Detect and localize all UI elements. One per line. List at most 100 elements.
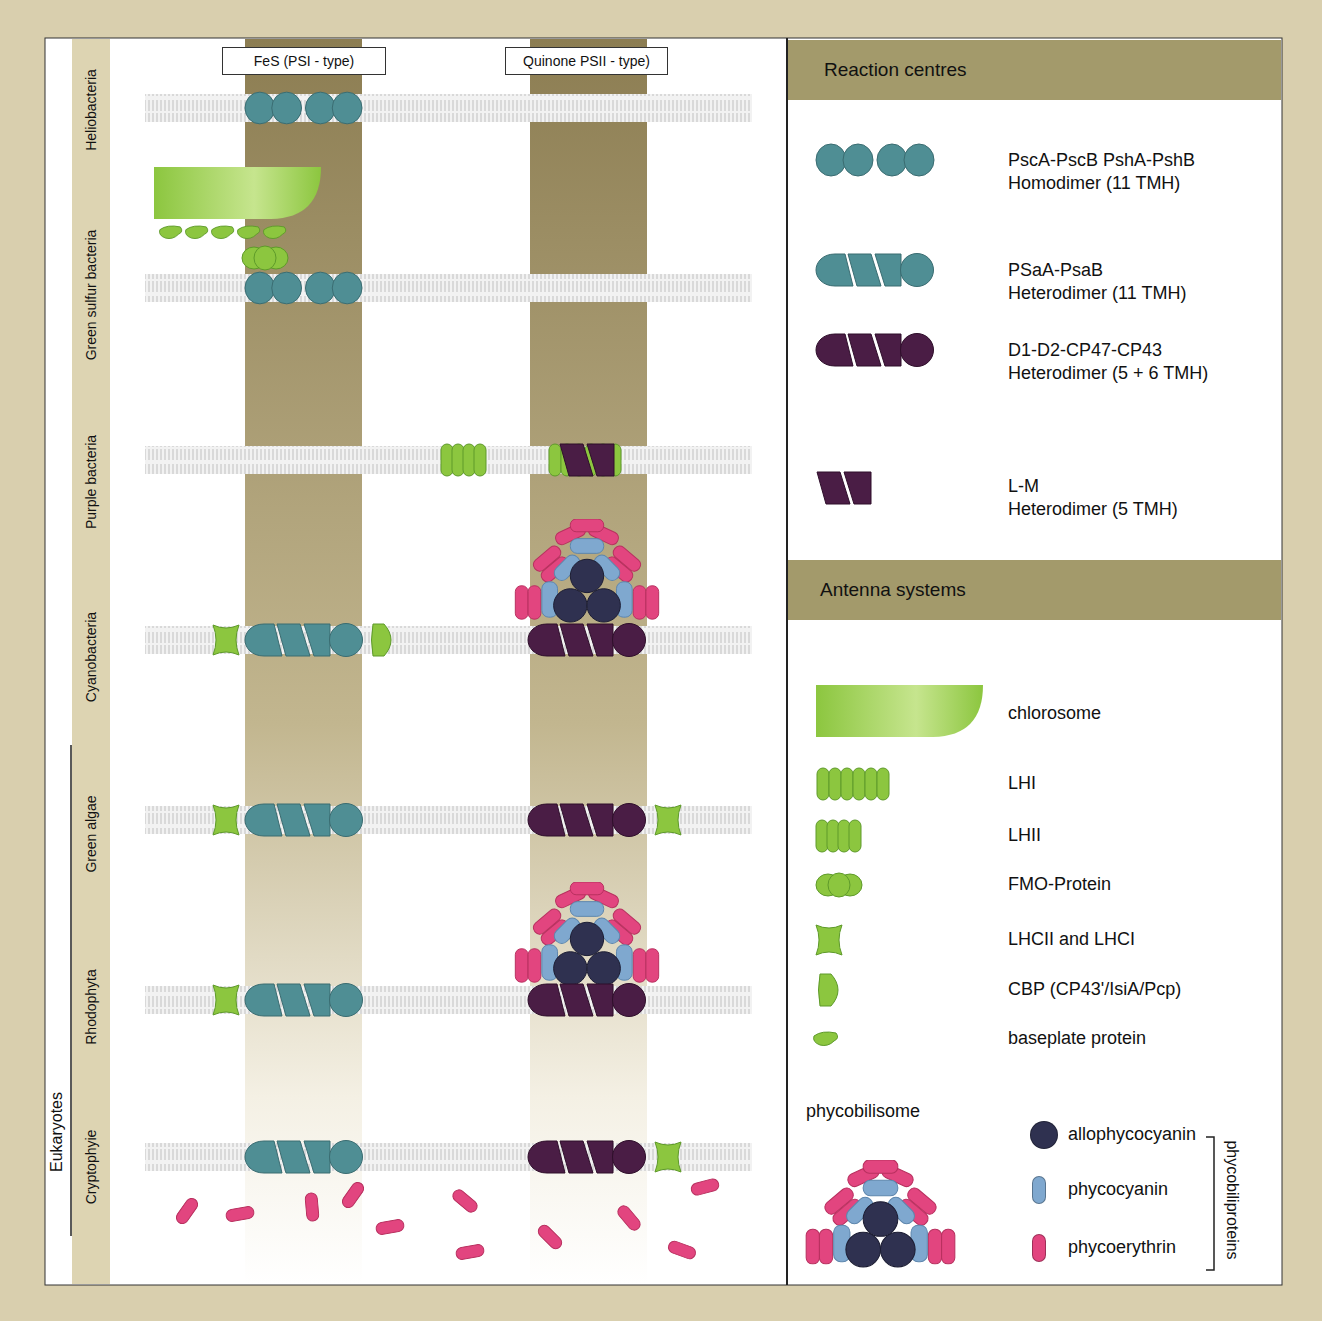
legend-swatch — [1032, 1176, 1046, 1204]
svg-use — [455, 1244, 485, 1261]
organism-label: Green sulfur bacteria — [83, 230, 100, 361]
legend-entry: LHI — [1008, 772, 1036, 795]
header-text: Quinone PSII - type) — [523, 53, 650, 69]
svg-use — [245, 272, 362, 304]
legend-entry: FMO-Protein — [1008, 873, 1111, 896]
legend-header: Antenna systems — [788, 560, 1281, 620]
legend-text: L-M Heterodimer (5 TMH) — [1008, 476, 1178, 519]
svg-use — [305, 1193, 319, 1222]
header-text: Reaction centres — [824, 59, 967, 81]
svg-use — [816, 873, 862, 897]
legend-text: baseplate protein — [1008, 1028, 1146, 1048]
legend-entry: baseplate protein — [1008, 1027, 1146, 1050]
legend-entry: LHCII and LHCI — [1008, 928, 1135, 951]
svg-use — [655, 1142, 681, 1172]
header-text: FeS (PSI - type) — [254, 53, 354, 69]
free-phycoerythrin — [174, 1178, 720, 1261]
svg-use — [450, 1187, 479, 1214]
svg-use — [667, 1240, 697, 1261]
legend-entry: D1-D2-CP47-CP43 Heterodimer (5 + 6 TMH) — [1008, 339, 1248, 386]
svg-use — [536, 1223, 564, 1251]
svg-use — [174, 1196, 200, 1226]
legend-text: FMO-Protein — [1008, 874, 1111, 894]
svg-use — [225, 1206, 255, 1223]
svg-use — [375, 1219, 405, 1236]
legend-text: CBP (CP43'/IsiA/Pcp) — [1008, 979, 1181, 999]
svg-rect — [72, 39, 110, 1284]
bracket-label: phycobiliproteins — [1222, 1140, 1241, 1259]
legend-samples — [806, 144, 983, 1267]
svg-use — [245, 92, 362, 124]
column-header: FeS (PSI - type) — [222, 47, 386, 75]
svg-use — [817, 768, 889, 800]
svg-use — [814, 1032, 838, 1046]
legend-text: allophycocyanin — [1068, 1124, 1196, 1144]
svg-use — [242, 246, 288, 270]
wrap-spacer — [1173, 259, 1213, 277]
legend-entry: chlorosome — [1008, 702, 1101, 725]
legend-text: LHCII and LHCI — [1008, 929, 1135, 949]
legend-swatch — [1030, 1121, 1058, 1149]
svg-use — [237, 226, 259, 239]
svg-use — [263, 226, 285, 239]
svg-rect — [145, 94, 752, 122]
legend-entry: phycobilisome — [806, 1100, 920, 1123]
svg-use — [560, 444, 614, 476]
legend-entry: L-M Heterodimer (5 TMH) — [1008, 475, 1198, 522]
svg-use — [211, 226, 233, 239]
legend-entry: PSaA-PsaB Heterodimer (11 TMH) — [1008, 259, 1213, 306]
svg-use — [213, 625, 239, 655]
legend-text: phycobilisome — [806, 1101, 920, 1121]
svg-line — [786, 38, 788, 1285]
svg-line — [70, 745, 72, 1236]
legend-text: LHI — [1008, 773, 1036, 793]
group-label: Eukaryotes — [47, 1092, 66, 1172]
svg-use — [245, 624, 363, 657]
svg-rect — [145, 986, 752, 1014]
svg-use — [816, 685, 983, 737]
svg-use — [806, 1160, 955, 1267]
svg-use — [528, 1141, 646, 1174]
legend-text: chlorosome — [1008, 703, 1101, 723]
organism-label: Purple bacteria — [83, 435, 100, 529]
svg-rect — [530, 39, 647, 1284]
legend-text: PscA-PscB PshA-PshB Homodimer (11 TMH) — [1008, 150, 1195, 193]
svg-use — [528, 984, 646, 1017]
column-header: Quinone PSII - type) — [505, 47, 668, 75]
svg-use — [154, 167, 321, 219]
legend-text: LHII — [1008, 825, 1041, 845]
svg-use — [549, 444, 621, 476]
legend-entry: phycocyanin — [1068, 1178, 1168, 1201]
organism-label: Rhodophyta — [83, 969, 100, 1045]
svg-rect — [145, 806, 752, 834]
svg-use — [372, 624, 392, 656]
wrap-spacer — [1208, 339, 1248, 357]
legend-entry: PscA-PscB PshA-PshB Homodimer (11 TMH) — [1008, 149, 1258, 196]
svg-use — [245, 1141, 363, 1174]
membranes — [145, 94, 752, 1171]
svg-use — [816, 144, 934, 176]
wrap-spacer — [1133, 475, 1198, 493]
svg-rect — [145, 1143, 752, 1171]
svg-rect — [145, 626, 752, 654]
svg-use — [816, 334, 934, 367]
svg-use — [245, 984, 363, 1017]
svg-use — [690, 1178, 720, 1197]
svg-use — [816, 820, 861, 852]
organism-label: Heliobacteria — [83, 69, 100, 151]
header-text: Antenna systems — [820, 579, 966, 601]
svg-use — [245, 804, 363, 837]
legend-swatch — [1032, 1234, 1046, 1262]
svg-use — [817, 472, 871, 504]
svg-use — [615, 1203, 642, 1232]
svg-rect — [45, 38, 1282, 1285]
svg-use — [515, 519, 658, 622]
svg-use — [816, 925, 842, 955]
svg-use — [213, 985, 239, 1015]
svg-use — [340, 1180, 366, 1210]
legend-entry: allophycocyanin — [1068, 1123, 1196, 1146]
svg-use — [528, 624, 646, 657]
complexes — [154, 92, 681, 1173]
legend-entry: phycoerythrin — [1068, 1236, 1176, 1259]
